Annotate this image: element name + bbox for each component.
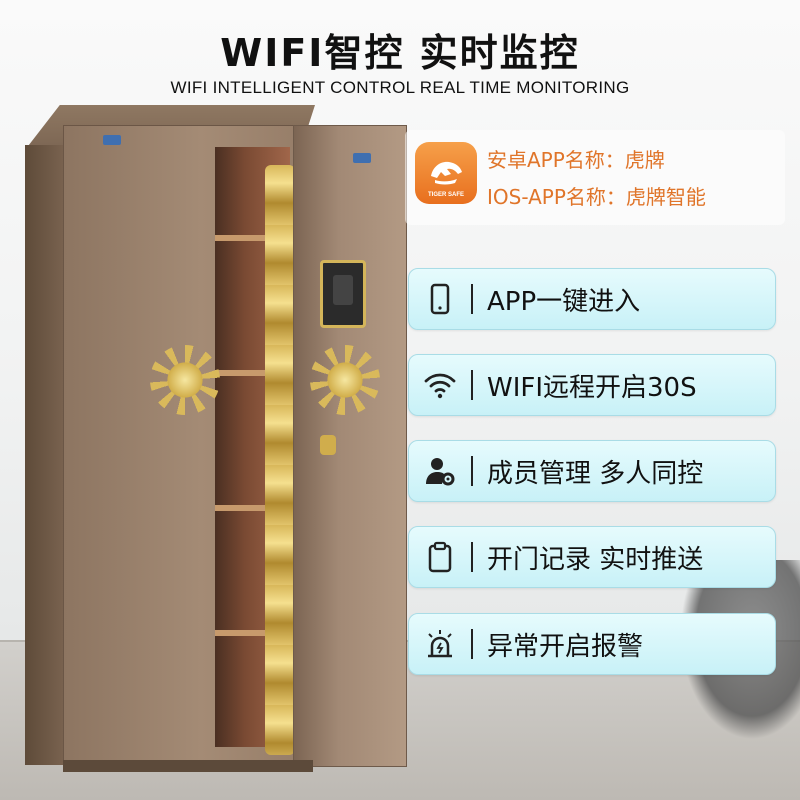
brand-badge-icon — [103, 135, 121, 145]
page-subtitle: WIFI INTELLIGENT CONTROL REAL TIME MONIT… — [170, 78, 630, 97]
feature-divider — [471, 370, 473, 400]
safe-product-image — [25, 105, 407, 785]
safe-side — [25, 145, 65, 765]
clipboard-icon — [409, 527, 471, 587]
feature-label: APP一键进入 — [487, 286, 641, 317]
safe-shelf — [215, 505, 290, 511]
feature-divider — [471, 629, 473, 659]
safe-dial-right — [310, 345, 380, 415]
feature-divider — [471, 456, 473, 486]
smartphone-icon — [409, 269, 471, 329]
user-settings-icon — [409, 441, 471, 501]
fingerprint-keypad — [320, 260, 366, 328]
app-icon-label: TIGER SAFE — [427, 192, 464, 198]
feature-divider — [471, 542, 473, 572]
feature-wifi-remote[interactable]: WIFI远程开启30S — [408, 354, 776, 416]
feature-label: 成员管理 多人同控 — [487, 458, 704, 489]
feature-label: 开门记录 实时推送 — [487, 544, 704, 575]
wifi-icon — [409, 355, 471, 415]
safe-keyhole — [320, 435, 336, 455]
brand-badge-icon — [353, 153, 371, 163]
page-title: WIFI智控 实时监控 — [220, 31, 580, 75]
safe-shelf — [215, 235, 290, 241]
tiger-logo-icon — [431, 161, 462, 185]
safe-dial-left — [150, 345, 220, 415]
safe-base — [63, 760, 313, 772]
feature-abnormal-alarm[interactable]: 异常开启报警 — [408, 613, 776, 675]
safe-shelf — [215, 630, 290, 636]
safe-locking-bolts — [265, 165, 295, 755]
feature-label: WIFI远程开启30S — [487, 372, 697, 403]
feature-divider — [471, 284, 473, 314]
android-app-name: 安卓APP名称：虎牌 — [487, 148, 665, 172]
feature-app-one-click[interactable]: APP一键进入 — [408, 268, 776, 330]
ios-app-name: IOS-APP名称：虎牌智能 — [487, 185, 706, 209]
tiger-logo-icon[interactable]: TIGER SAFE — [415, 142, 477, 204]
feature-label: 异常开启报警 — [487, 631, 644, 662]
feature-member-management[interactable]: 成员管理 多人同控 — [408, 440, 776, 502]
alarm-icon — [409, 614, 471, 674]
feature-door-log[interactable]: 开门记录 实时推送 — [408, 526, 776, 588]
safe-shelf — [215, 370, 290, 376]
app-info-card: TIGER SAFE 安卓APP名称：虎牌 IOS-APP名称：虎牌智能 — [405, 130, 785, 225]
safe-right-door — [293, 125, 407, 767]
